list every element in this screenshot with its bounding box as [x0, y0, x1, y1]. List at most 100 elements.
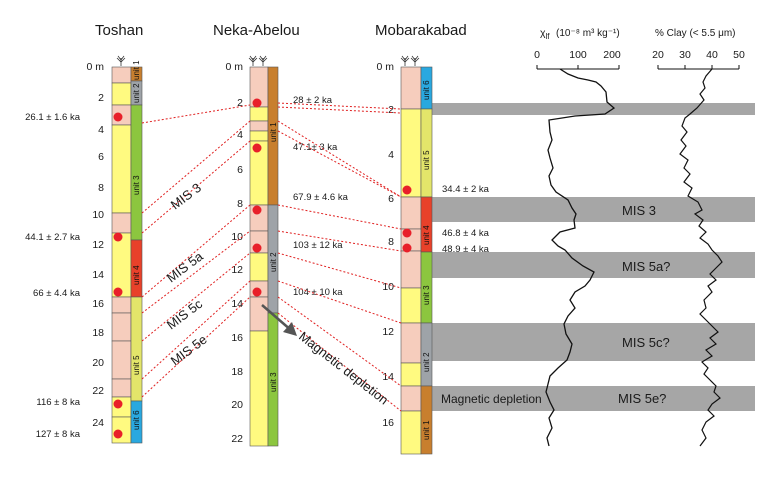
mob-ages: 34.4 ± 2 ka 46.8 ± 4 ka 48.9 ± 4 ka — [442, 184, 490, 255]
neka-title: Neka-Abelou — [213, 22, 300, 39]
clay-axis — [657, 65, 740, 70]
toshan-depth-labels: 0 m 2 4 6 8 10 12 14 16 18 20 22 24 — [86, 61, 104, 429]
toshan-unit-5: unit 5 — [132, 355, 141, 375]
svg-text:22: 22 — [231, 433, 243, 445]
corr-label-mis5a: MIS 5a — [164, 248, 207, 285]
neka-samples — [252, 98, 262, 297]
svg-text:12: 12 — [92, 239, 104, 251]
neka-unit-1: unit 1 — [269, 122, 278, 142]
neka-unit-2: unit 2 — [269, 252, 278, 272]
svg-text:20: 20 — [92, 357, 104, 369]
band-label-mis3: MIS 3 — [622, 203, 656, 218]
svg-text:10: 10 — [382, 281, 394, 293]
chi-curve — [545, 68, 616, 447]
svg-text:10: 10 — [92, 209, 104, 221]
svg-text:20: 20 — [231, 399, 243, 411]
svg-text:6: 6 — [237, 164, 243, 176]
svg-text:14: 14 — [92, 269, 104, 281]
toshan-unit-1: unit 1 — [132, 60, 141, 80]
corr-label-mis3: MIS 3 — [168, 180, 204, 212]
band-label-mis5a: MIS 5a? — [622, 259, 670, 274]
svg-text:46.8 ± 4 ka: 46.8 ± 4 ka — [442, 228, 490, 239]
mobarakabad-column — [400, 66, 433, 455]
band-mis3 — [432, 197, 755, 222]
neka-unit-3: unit 3 — [269, 372, 278, 392]
toshan-unit-6: unit 6 — [132, 410, 141, 430]
svg-text:30: 30 — [679, 49, 691, 61]
svg-text:0 m: 0 m — [86, 61, 104, 73]
svg-text:12: 12 — [382, 326, 394, 338]
svg-text:127 ± 8 ka: 127 ± 8 ka — [36, 429, 81, 440]
chi-symbol: χlf — [540, 27, 550, 41]
svg-text:116 ± 8 ka: 116 ± 8 ka — [36, 397, 80, 408]
toshan-samples — [113, 112, 123, 439]
svg-text:8: 8 — [98, 182, 104, 194]
svg-text:48.9 ± 4 ka: 48.9 ± 4 ka — [442, 244, 490, 255]
svg-text:44.1 ± 2.7 ka: 44.1 ± 2.7 ka — [25, 232, 81, 243]
clay-ticks: 20 30 40 50 — [652, 49, 745, 61]
neka-depth-labels: 0 m 2 4 6 8 10 12 14 16 18 20 22 — [225, 61, 243, 445]
chi-axis — [536, 65, 620, 70]
mob-unit-6: unit 6 — [422, 80, 431, 100]
svg-text:4: 4 — [237, 129, 243, 141]
svg-text:4: 4 — [98, 124, 104, 136]
mob-unit-4: unit 4 — [422, 225, 431, 245]
svg-text:104 ± 10 ka: 104 ± 10 ka — [293, 287, 343, 298]
vegetation-icon — [116, 55, 420, 66]
svg-text:100: 100 — [569, 49, 587, 61]
svg-text:24: 24 — [92, 417, 104, 429]
correlation-lines — [141, 102, 402, 412]
svg-text:66 ± 4.4 ka: 66 ± 4.4 ka — [33, 288, 81, 299]
svg-text:50: 50 — [733, 49, 745, 61]
svg-text:4: 4 — [388, 149, 394, 161]
svg-text:14: 14 — [231, 298, 243, 310]
svg-text:18: 18 — [92, 327, 104, 339]
svg-text:18: 18 — [231, 366, 243, 378]
band-label-mis5e: MIS 5e? — [618, 391, 666, 406]
svg-text:12: 12 — [231, 264, 243, 276]
mob-unit-2: unit 2 — [422, 352, 431, 372]
band-label-magnetic-depletion: Magnetic depletion — [441, 392, 542, 406]
mob-depth-labels: 0 m 2 4 6 8 10 12 14 16 — [376, 61, 394, 429]
mob-unit-5: unit 5 — [422, 150, 431, 170]
mobarakabad-title: Mobarakabad — [375, 22, 467, 39]
chi-units: (10⁻⁸ m³ kg⁻¹) — [556, 28, 620, 39]
band-mis5c — [432, 323, 755, 361]
svg-text:16: 16 — [231, 332, 243, 344]
svg-text:2: 2 — [98, 92, 104, 104]
chi-ticks: 0 100 200 — [534, 49, 621, 61]
mob-samples — [402, 185, 412, 253]
mis-bands — [432, 103, 755, 411]
mob-unit-3: unit 3 — [422, 285, 431, 305]
clay-label: % Clay (< 5.5 μm) — [655, 28, 736, 39]
svg-text:10: 10 — [231, 231, 243, 243]
svg-text:103 ± 12 ka: 103 ± 12 ka — [293, 240, 343, 251]
svg-text:0 m: 0 m — [225, 61, 243, 73]
band-mis5e — [432, 386, 755, 411]
svg-text:6: 6 — [388, 193, 394, 205]
svg-text:34.4 ± 2 ka: 34.4 ± 2 ka — [442, 184, 490, 195]
svg-text:2: 2 — [237, 97, 243, 109]
svg-text:16: 16 — [92, 298, 104, 310]
toshan-title: Toshan — [95, 22, 143, 39]
band-label-mis5c: MIS 5c? — [622, 335, 670, 350]
magnetic-depletion-arrow — [261, 304, 297, 336]
svg-text:67.9 ± 4.6 ka: 67.9 ± 4.6 ka — [293, 192, 349, 203]
magnetic-depletion-label: Magnetic depletion — [296, 329, 391, 408]
svg-text:6: 6 — [98, 151, 104, 163]
svg-text:0: 0 — [534, 49, 540, 61]
svg-text:8: 8 — [388, 236, 394, 248]
svg-text:200: 200 — [603, 49, 621, 61]
svg-text:22: 22 — [92, 385, 104, 397]
corr-label-mis5e: MIS 5e — [168, 332, 210, 369]
svg-text:16: 16 — [382, 417, 394, 429]
svg-text:2: 2 — [388, 104, 394, 116]
neka-ages: 28 ± 2 ka 47.1± 3 ka 67.9 ± 4.6 ka 103 ±… — [293, 95, 349, 298]
toshan-ages: 26.1 ± 1.6 ka 44.1 ± 2.7 ka 66 ± 4.4 ka … — [25, 112, 81, 440]
svg-text:26.1 ± 1.6 ka: 26.1 ± 1.6 ka — [25, 112, 81, 123]
clay-curve — [679, 68, 723, 447]
neka-column — [249, 66, 279, 447]
svg-text:28 ± 2 ka: 28 ± 2 ka — [293, 95, 333, 106]
svg-text:47.1± 3 ka: 47.1± 3 ka — [293, 142, 338, 153]
